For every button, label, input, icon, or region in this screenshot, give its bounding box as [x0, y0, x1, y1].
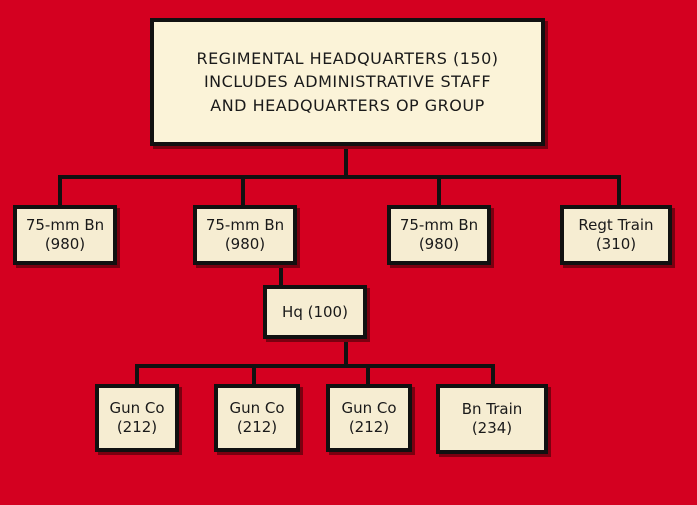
- battalion-hq-label: Hq (100): [282, 302, 348, 321]
- regimental-headquarters-box: REGIMENTAL HEADQUARTERS (150) INCLUDES A…: [150, 18, 545, 146]
- train-name: Regt Train: [578, 216, 654, 235]
- company-count: (212): [236, 418, 278, 436]
- connector-hq-down: [344, 145, 348, 179]
- company-name: Gun Co: [341, 399, 397, 418]
- train-count: (310): [595, 235, 637, 253]
- connector-train-drop: [617, 175, 621, 207]
- connector-bn2-drop: [241, 175, 245, 207]
- battalion-train-box: Bn Train (234): [436, 384, 548, 454]
- gun-company-box-2: Gun Co (212): [214, 384, 300, 452]
- connector-train2-drop: [491, 364, 495, 386]
- headquarters-line-2: INCLUDES ADMINISTRATIVE STAFF: [203, 72, 492, 92]
- connector-bn2-to-hq: [279, 262, 283, 288]
- battalion-count: (980): [224, 235, 266, 253]
- connector-co2-drop: [252, 364, 256, 386]
- connector-hq-to-companies: [344, 336, 348, 368]
- headquarters-line-3: AND HEADQUARTERS OP GROUP: [210, 95, 485, 115]
- battalion-name: 75-mm Bn: [25, 216, 105, 235]
- connector-level4-bar: [135, 364, 495, 368]
- gun-company-box-3: Gun Co (212): [326, 384, 412, 452]
- battalion-train-name: Bn Train: [461, 400, 523, 419]
- connector-level2-bar: [58, 175, 621, 179]
- battalion-hq-box: Hq (100): [263, 285, 367, 339]
- company-count: (212): [116, 418, 158, 436]
- connector-co3-drop: [366, 364, 370, 386]
- battalion-box-2: 75-mm Bn (980): [193, 205, 297, 265]
- connector-bn1-drop: [58, 175, 62, 207]
- company-name: Gun Co: [109, 399, 165, 418]
- battalion-name: 75-mm Bn: [205, 216, 285, 235]
- battalion-count: (980): [418, 235, 460, 253]
- battalion-count: (980): [44, 235, 86, 253]
- company-count: (212): [348, 418, 390, 436]
- connector-co1-drop: [135, 364, 139, 386]
- headquarters-line-1: REGIMENTAL HEADQUARTERS (150): [196, 49, 499, 69]
- battalion-box-3: 75-mm Bn (980): [387, 205, 491, 265]
- connector-bn3-drop: [437, 175, 441, 207]
- battalion-name: 75-mm Bn: [399, 216, 479, 235]
- gun-company-box-1: Gun Co (212): [95, 384, 179, 452]
- battalion-train-count: (234): [471, 419, 513, 437]
- regimental-train-box: Regt Train (310): [560, 205, 672, 265]
- company-name: Gun Co: [229, 399, 285, 418]
- battalion-box-1: 75-mm Bn (980): [13, 205, 117, 265]
